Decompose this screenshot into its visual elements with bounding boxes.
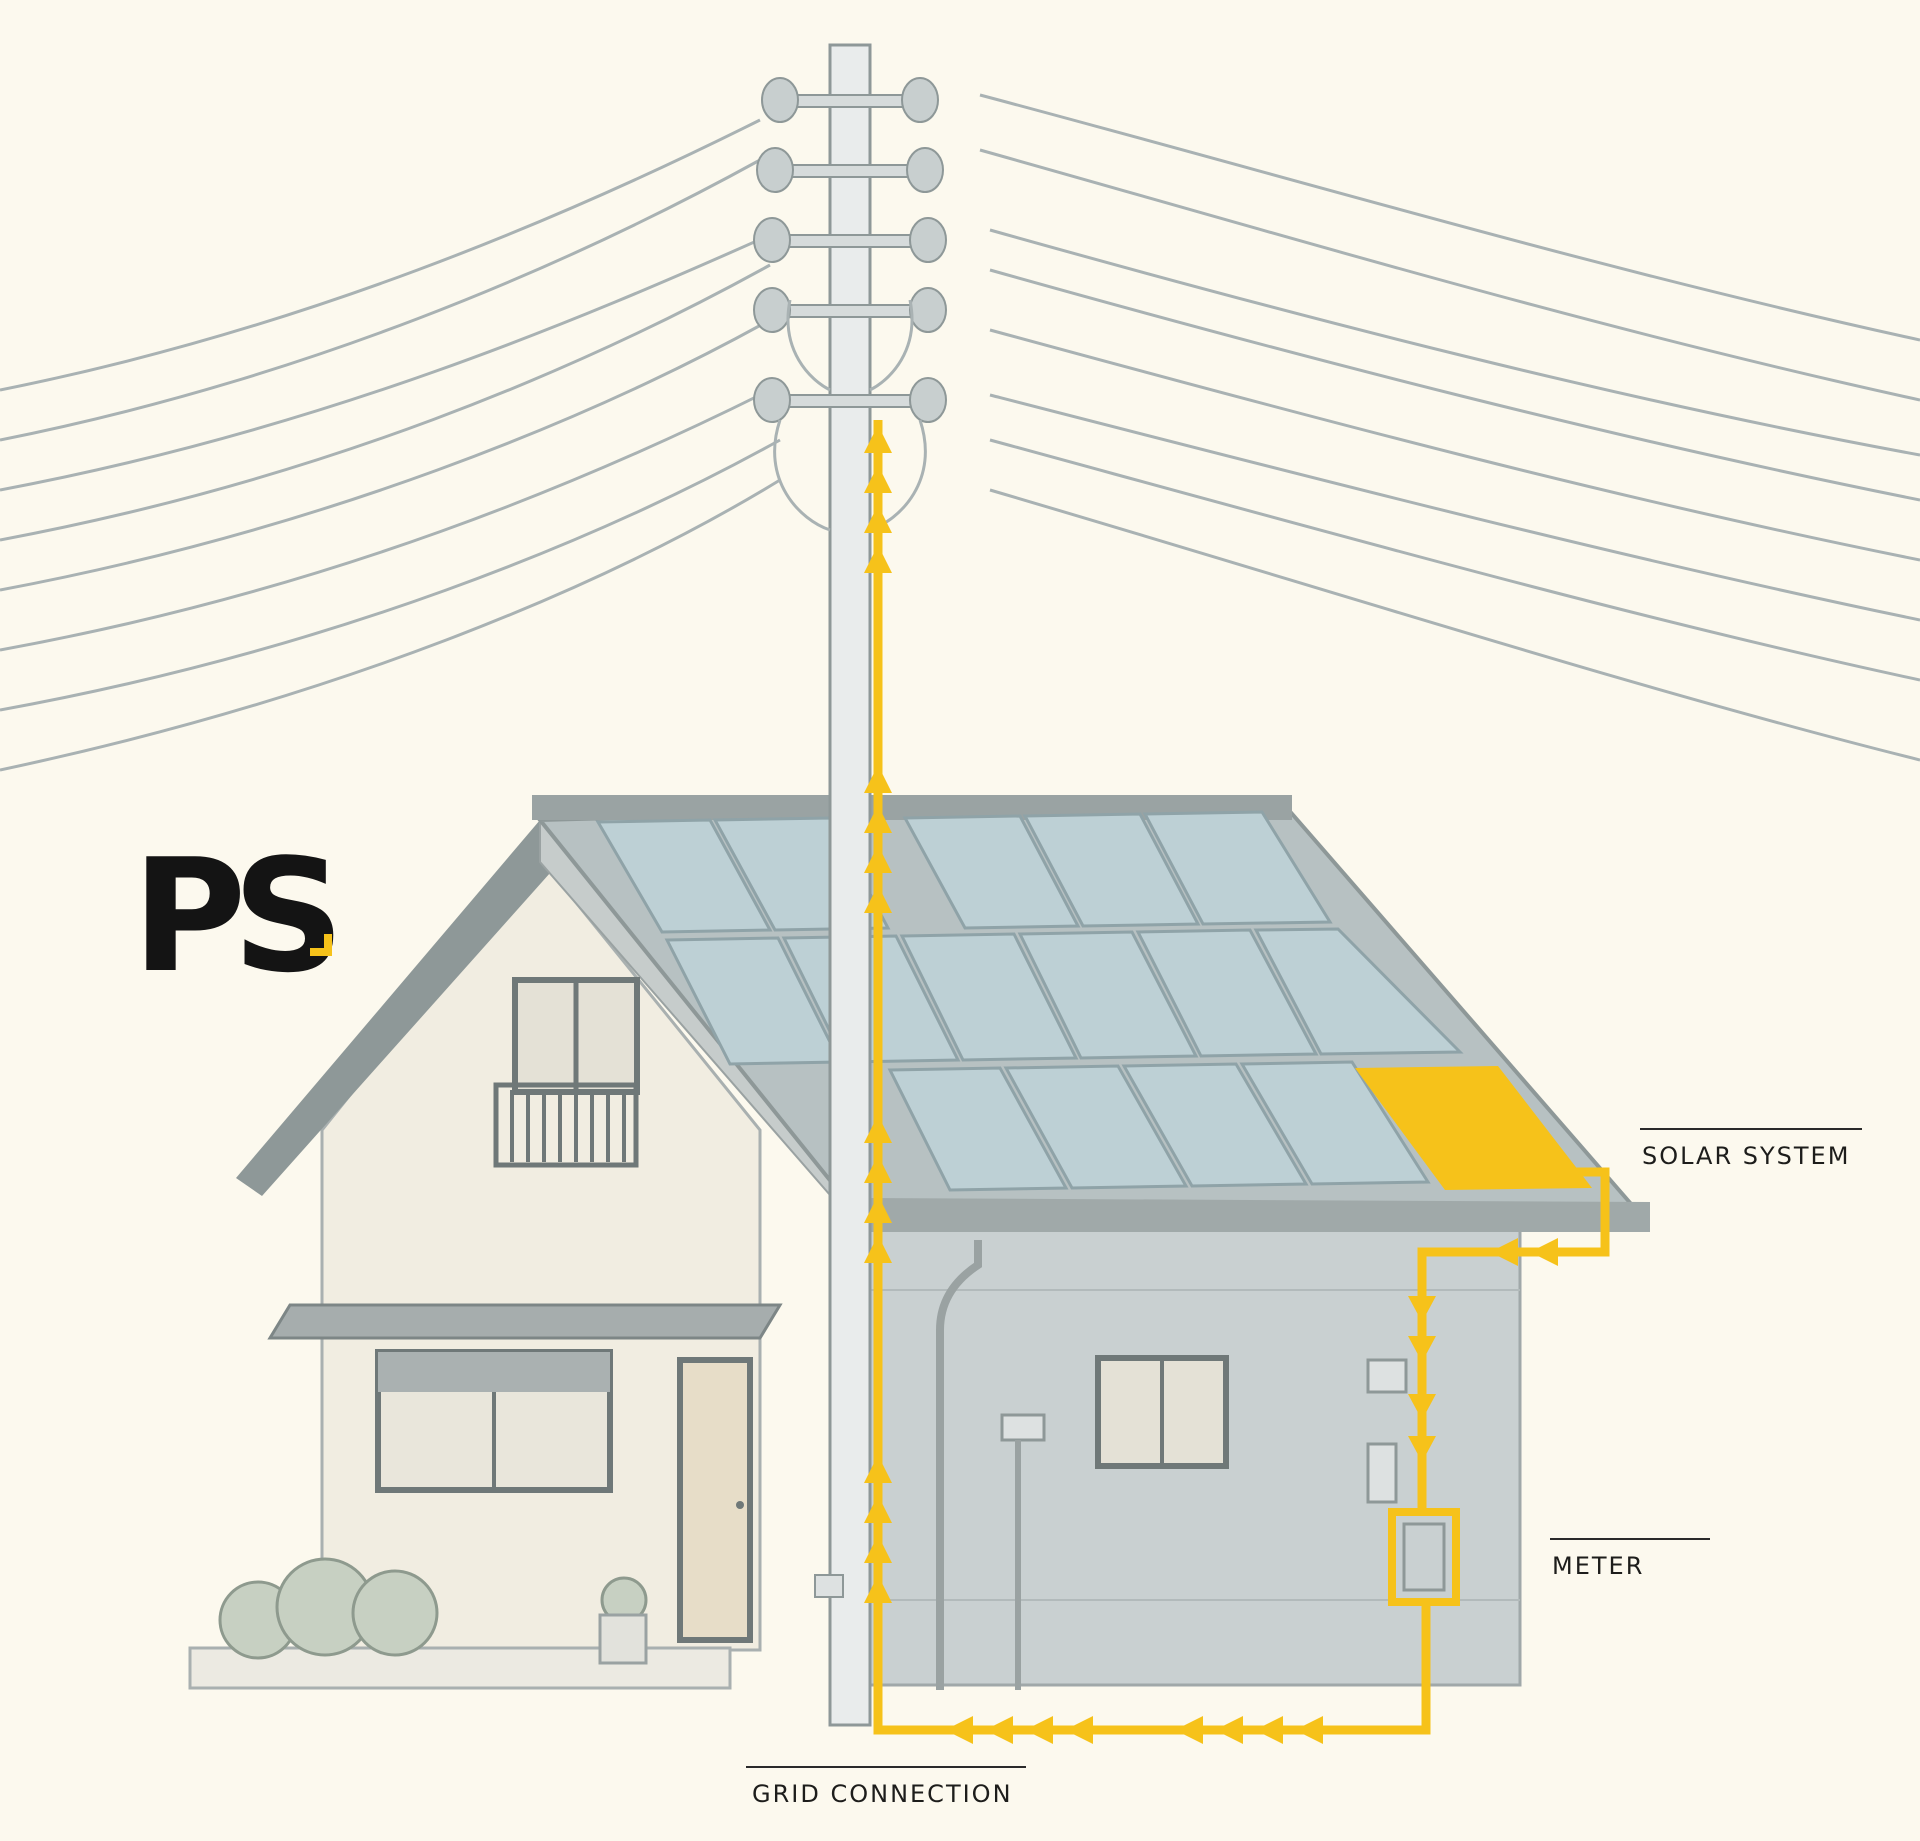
bushes bbox=[218, 1557, 648, 1660]
house-extension bbox=[858, 1223, 1522, 1690]
flow-line-meter-to-grid bbox=[873, 420, 1431, 1735]
solar-system-rule bbox=[1640, 1128, 1862, 1130]
power-lines bbox=[0, 93, 1920, 772]
grid-connection-rule bbox=[746, 1766, 1026, 1768]
front-door bbox=[677, 1357, 753, 1643]
solar-panels bbox=[595, 810, 1464, 1192]
meter-label: METER bbox=[1552, 1552, 1645, 1580]
flow-arrow-icon bbox=[864, 425, 1558, 1744]
left-roof-edge bbox=[236, 820, 575, 1196]
grid-connection-label: GRID CONNECTION bbox=[752, 1780, 1013, 1808]
solar-system-label: SOLAR SYSTEM bbox=[1642, 1142, 1851, 1170]
roof bbox=[532, 795, 1650, 1233]
utility-pole-icon bbox=[753, 43, 947, 1727]
logo: PS bbox=[132, 825, 345, 1007]
logo-accent-icon bbox=[310, 934, 332, 956]
balcony bbox=[493, 1082, 639, 1168]
highlighted-solar-panel bbox=[1355, 1066, 1592, 1190]
meter-rule bbox=[1550, 1538, 1710, 1540]
porch-awning bbox=[267, 1303, 783, 1340]
